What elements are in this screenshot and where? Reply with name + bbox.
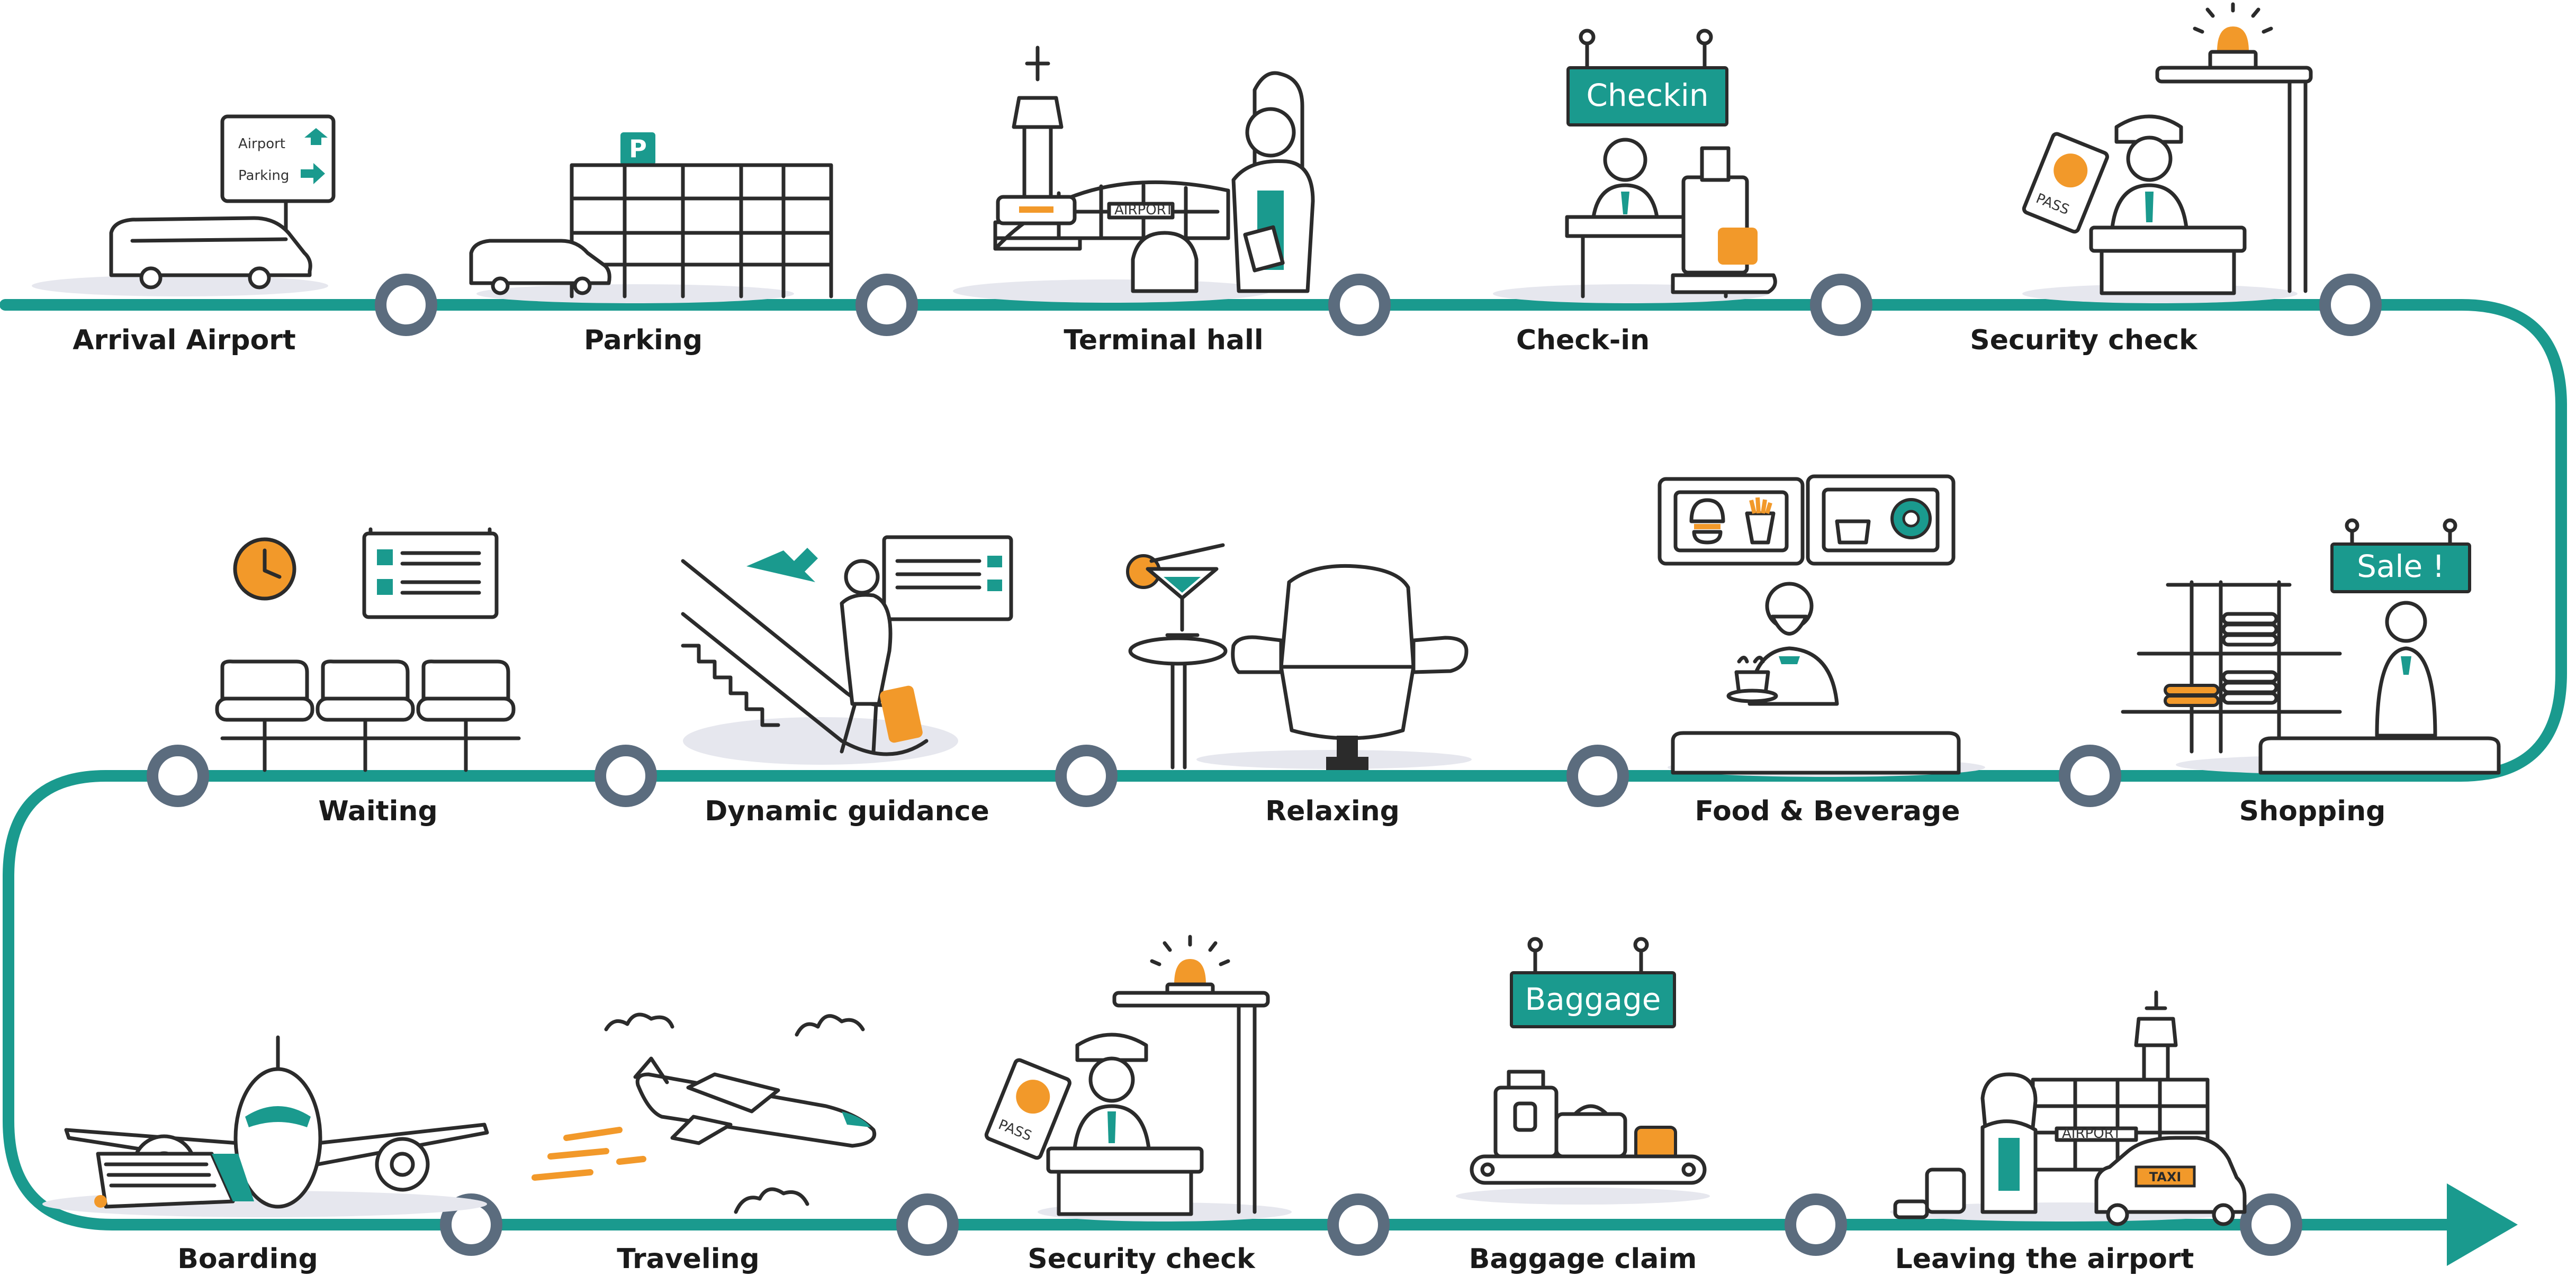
- step-label-food-beverage: Food & Beverage: [1695, 795, 1960, 827]
- journey-node: [147, 745, 209, 807]
- terminal-airport-sign: AIRPORT: [1114, 202, 1174, 218]
- step-label-check-in: Check-in: [1516, 324, 1650, 356]
- journey-node: [2319, 274, 2382, 336]
- step-label-waiting: Waiting: [318, 795, 437, 827]
- baggage-conveyor-icon: Baggage: [1456, 937, 1710, 1205]
- escalator-guidance-icon: [681, 535, 1013, 765]
- checkin-sign-text: Checkin: [1586, 77, 1708, 113]
- journey-node: [1055, 745, 1118, 807]
- journey-node: [855, 274, 918, 336]
- journey-node: [1785, 1193, 1847, 1256]
- step-label-parking: Parking: [584, 324, 702, 356]
- taxi-and-terminal-icon: AIRPORT TAXI: [1890, 990, 2247, 1226]
- step-label-terminal-hall: Terminal hall: [1064, 324, 1263, 356]
- journey-node: [2240, 1193, 2302, 1256]
- step-label-relaxing: Relaxing: [1265, 795, 1400, 827]
- shop-shelves-sale-icon: Sale !: [2121, 518, 2501, 775]
- journey-node: [375, 274, 437, 336]
- baggage-sign-text: Baggage: [1525, 981, 1661, 1017]
- step-label-leaving-the-airport: Leaving the airport: [1895, 1243, 2194, 1275]
- sign-airport-text: Airport: [238, 136, 285, 152]
- step-label-traveling: Traveling: [617, 1243, 760, 1275]
- journey-node: [1810, 274, 1872, 336]
- step-label-shopping: Shopping: [2239, 795, 2386, 827]
- exit-airport-sign: AIRPORT: [2062, 1126, 2121, 1142]
- journey-node: [1327, 1193, 1390, 1256]
- sale-sign-text: Sale !: [2357, 548, 2445, 584]
- step-label-security-check-1: Security check: [1970, 324, 2198, 356]
- step-label-arrival-airport: Arrival Airport: [73, 324, 295, 356]
- lounge-chair-cocktail-icon: [1126, 543, 1472, 770]
- journey-node: [1566, 745, 1629, 807]
- step-label-dynamic-guidance: Dynamic guidance: [705, 795, 989, 827]
- security-gate-officer-icon: PASS: [2022, 2, 2313, 303]
- check-in-desk-icon: Checkin: [1493, 29, 1777, 303]
- journey-node: [2059, 745, 2121, 807]
- step-label-boarding: Boarding: [177, 1243, 318, 1275]
- food-counter-waiter-icon: [1658, 474, 1985, 777]
- waiting-seats-clock-icon: [215, 527, 521, 772]
- airplane-boarding-icon: [42, 1035, 489, 1217]
- step-label-security-check-2: Security check: [1028, 1243, 1256, 1275]
- journey-nodes: [147, 274, 2382, 1256]
- parking-p-sign: P: [629, 134, 647, 163]
- journey-track: [0, 299, 2567, 1266]
- parking-garage-icon: P: [469, 132, 833, 303]
- journey-node: [896, 1193, 959, 1256]
- terminal-building-traveler-icon: AIRPORT: [953, 46, 1315, 303]
- airplane-in-clouds-icon: [532, 1012, 876, 1214]
- step-label-baggage-claim: Baggage claim: [1469, 1243, 1697, 1275]
- seat-row: [215, 659, 521, 772]
- limousine-signpost-icon: Airport Parking: [32, 114, 336, 296]
- taxi-sign-text: TAXI: [2149, 1170, 2182, 1184]
- journey-node: [595, 745, 657, 807]
- security-gate-officer-icon: PASS: [984, 935, 1292, 1221]
- sign-parking-text: Parking: [238, 168, 289, 184]
- step-labels: Arrival Airport Parking Terminal hall Ch…: [73, 324, 2385, 1275]
- folded-clothes: [2164, 612, 2278, 707]
- journey-node: [1328, 274, 1391, 336]
- track-arrowhead: [2447, 1183, 2518, 1266]
